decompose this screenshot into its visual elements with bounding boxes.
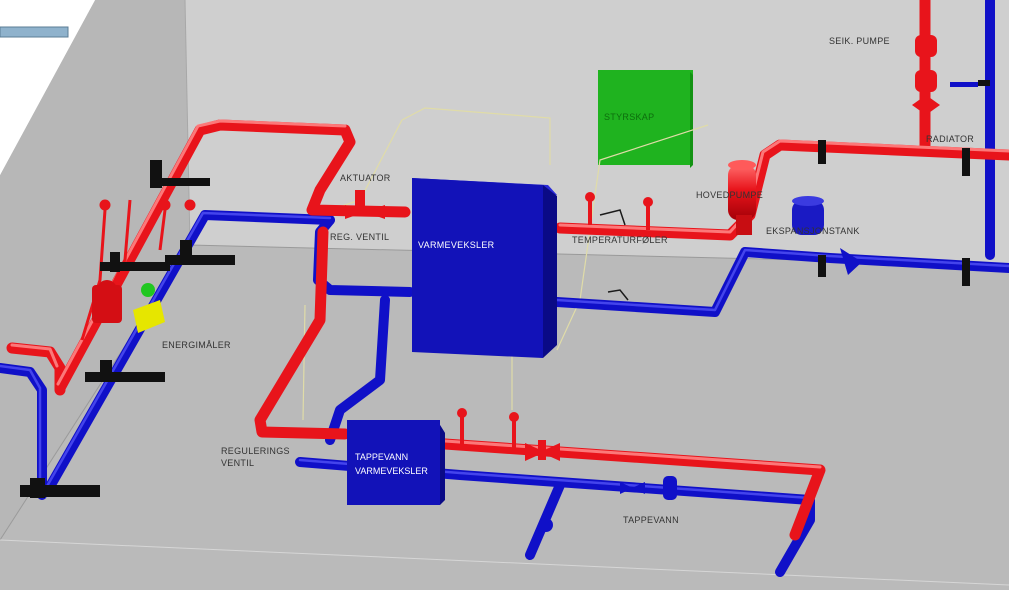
label-control-cabinet: STYRSKAP [604,112,655,122]
floor [0,245,1009,590]
actuator-valve [345,190,385,219]
balancing-valve [525,440,560,461]
label-regulating-valve-2: VENTIL [221,458,255,468]
label-radiator: RADIATOR [926,134,975,144]
tap-water-heat-exchanger [347,420,445,505]
label-tap-water-hx-1: TAPPEVANN [355,452,409,462]
label-tap-water: TAPPEVANN [623,515,679,525]
label-tap-water-hx-2: VARMEVEKSLER [355,466,428,476]
expansion-tank [792,196,824,235]
label-expansion-tank: EKSPANSJONSTANK [766,226,860,236]
left-wall [0,0,190,540]
wall-fixture [0,26,69,38]
control-cabinet [598,70,693,168]
label-heat-exchanger: VARMEVEKSLER [418,240,495,250]
label-main-pump: HOVEDPUMPE [696,190,764,200]
label-regulating-valve-1: REGULERINGS [221,446,290,456]
heat-exchanger [412,178,557,358]
label-actuator: AKTUATOR [340,173,391,183]
label-control-valve: REG. VENTIL [330,232,390,242]
tap-water-valves [539,248,862,532]
valves [92,190,862,532]
energy-meter [133,283,165,333]
left-wall-top-edge [0,0,95,175]
main-pump [728,160,756,235]
pipe-fittings [599,209,629,301]
red-strainer [92,280,122,323]
label-shunt-pump: SEIK. PUMPE [829,36,890,46]
label-temperature-sensor: TEMPERATURFØLER [572,235,668,245]
pipe-supports [20,80,990,498]
temperature-sensors [457,192,653,448]
shunt-pump [912,35,978,115]
label-energy-meter: ENERGIMÅLER [162,340,231,350]
